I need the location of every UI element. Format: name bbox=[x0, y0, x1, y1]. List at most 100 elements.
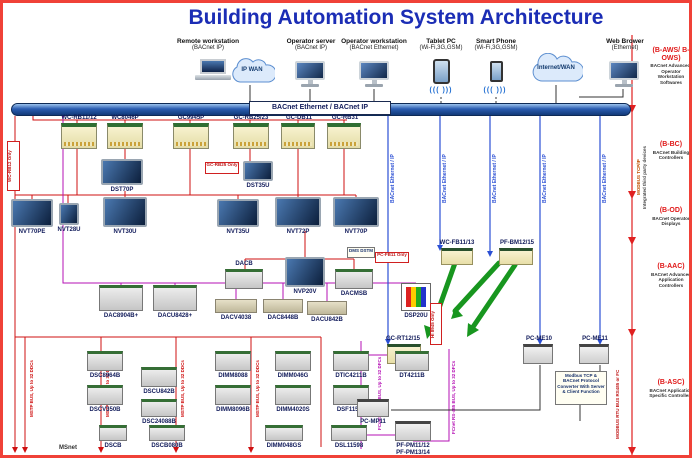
b-bc-desc: BACnet Building Controllers bbox=[652, 149, 690, 161]
gc-rb31-label: GC-RB31 bbox=[331, 115, 359, 121]
tablet-sub: (Wi-Fi,3G,GSM) bbox=[419, 45, 463, 52]
nvt35u-label: NVT35U bbox=[226, 229, 250, 235]
dst35u-device bbox=[243, 161, 273, 181]
pc-fb11-only-note: PC-FB11 Only bbox=[375, 252, 409, 263]
wc-rb11-device bbox=[61, 123, 97, 149]
modbus-tcp-note: MODBUS TCP/IP Integrated third party dev… bbox=[636, 115, 648, 239]
nvt70pe-label: NVT70PE bbox=[18, 229, 46, 235]
dacb-device bbox=[225, 269, 263, 289]
gc-db11-label: GC-DB11 bbox=[285, 115, 312, 121]
pc-me11-device bbox=[579, 344, 609, 364]
nvp20v-label: NVP20V bbox=[293, 289, 317, 295]
operator-workstation-name: Operator workstation bbox=[341, 38, 407, 45]
b-aws-desc: BACnet Advanced/ Operator Workstation So… bbox=[650, 63, 692, 85]
b-asc-desc: BACnet Application Specific Controllers bbox=[649, 387, 692, 399]
dsl11598-device bbox=[331, 425, 367, 441]
ip-wan-cloud-icon bbox=[232, 58, 275, 83]
dimm8088-label: DIMM8088 bbox=[218, 373, 248, 379]
tablet-name: Tablet PC bbox=[426, 38, 456, 45]
nvt35u-device bbox=[217, 199, 259, 227]
dacv4038-label: DACV4038 bbox=[220, 315, 252, 321]
dacb-label: DACB bbox=[235, 261, 253, 267]
dacv4038-device bbox=[215, 299, 257, 313]
operator-server-label: Operator server (BACnet IP) bbox=[279, 38, 343, 52]
section-b-aac: (B-AAC) BACnet Advanced Application Cont… bbox=[649, 263, 689, 288]
mstp-bus-vlabel: MSTP BUS, Up to 32 DDCs bbox=[29, 360, 34, 418]
dimm048gs-device bbox=[265, 425, 303, 441]
nvt70pe-device bbox=[11, 199, 53, 227]
nvt70p-label: NVT70P bbox=[344, 229, 368, 235]
pc-me11-label: PC-ME11 bbox=[582, 336, 608, 342]
bacnet-ip-vlabel: BACnet Ethernet / IP bbox=[390, 154, 396, 204]
web-browser-sub: (Ethernet) bbox=[611, 45, 639, 52]
pf-pm11-12-label: PF-PM11/12 bbox=[396, 443, 430, 449]
operator-workstation-sub: (BACnet Ethernet) bbox=[349, 45, 399, 52]
b-od-code: (B-OD) bbox=[659, 207, 683, 214]
web-browser-name: Web Brower bbox=[606, 38, 644, 45]
wc-rb12-only-note: WC-RB12 Only bbox=[7, 141, 20, 191]
dimm8088-device bbox=[215, 351, 251, 371]
nvt30u-device bbox=[103, 197, 147, 227]
fcnet-bus-vlabel: FCnet RS-485 BUS, Up to 32 DFCs bbox=[451, 360, 456, 434]
nvt30u-label: NVT30U bbox=[113, 229, 137, 235]
tablet-wifi-icon: ((( ))) bbox=[429, 87, 453, 94]
tablet-label: Tablet PC (Wi-Fi,3G,GSM) bbox=[413, 38, 469, 52]
bacnet-ip-vlabel: BACnet Ethernet / IP bbox=[492, 154, 498, 204]
dacu8428-label: DACU8428+ bbox=[157, 313, 193, 319]
nvp20v-device bbox=[285, 257, 325, 287]
dscv350b-device bbox=[87, 385, 123, 405]
dacu8428-device bbox=[153, 285, 197, 311]
dacmsb-label: DACMSB bbox=[340, 291, 368, 297]
gc-rb25-only-note: GC-RB25 Only bbox=[205, 162, 239, 174]
bacnet-ip-vlabel: BACnet Ethernet / IP bbox=[442, 154, 448, 204]
nvt72p-device bbox=[275, 197, 321, 227]
wc8046p-device bbox=[107, 123, 143, 149]
b-aws-code: (B-AWS/ B-OWS) bbox=[652, 47, 690, 62]
operator-server-monitor-icon bbox=[295, 61, 325, 87]
nvt28u-device bbox=[59, 203, 79, 225]
dsc24088b-label: DSC24088B bbox=[142, 419, 176, 425]
b-bc-code: (B-BC) bbox=[659, 141, 683, 148]
section-b-bc: (B-BC) BACnet Building Controllers bbox=[649, 141, 690, 161]
section-b-od: (B-OD) BACnet Operator Displays bbox=[649, 207, 689, 227]
dst35u-label: DST35U bbox=[246, 183, 270, 189]
dimm8096b-label: DIMM8096B bbox=[216, 407, 250, 413]
pf-pm-label: PF-PM11/12 PF-PM13/14 bbox=[387, 443, 439, 456]
internet-wan-cloud-icon bbox=[532, 53, 583, 82]
gc-rt12-label: GC-RT12/15 bbox=[385, 336, 420, 342]
dms-dstm-note: DMS DSTM bbox=[347, 247, 375, 258]
bacnet-ip-vlabel: BACnet Ethernet / IP bbox=[542, 154, 548, 204]
wc-fb11-device bbox=[441, 248, 473, 265]
dsl11598-label: DSL11598 bbox=[334, 443, 364, 449]
nvt70p-device bbox=[333, 197, 379, 227]
web-browser-label: Web Brower (Ethernet) bbox=[597, 38, 653, 52]
remote-workstation-sub: (BACnet IP) bbox=[191, 45, 224, 52]
nvt72p-label: NVT72P bbox=[286, 229, 310, 235]
remote-workstation-name: Remote workstation bbox=[176, 38, 240, 45]
dscv350b-label: DSCV350B bbox=[89, 407, 121, 413]
operator-workstation-monitor-icon bbox=[359, 61, 389, 87]
pf-pm13-14-label: PF-PM13/14 bbox=[396, 449, 430, 456]
dacu842b-device bbox=[307, 301, 347, 315]
pc-me10-label: PC-ME10 bbox=[525, 336, 552, 342]
operator-server-sub: (BACnet IP) bbox=[294, 45, 327, 52]
remote-workstation-label: Remote workstation (BACnet IP) bbox=[163, 38, 253, 52]
gc-rb31-device bbox=[327, 123, 361, 149]
dscb-label: DSCB bbox=[104, 443, 122, 449]
connector-lines bbox=[12, 35, 636, 455]
section-b-aws: (B-AWS/ B-OWS) BACnet Advanced/ Operator… bbox=[649, 47, 692, 85]
dacu842b-label: DACU842B bbox=[311, 317, 343, 323]
ip-wan-label: IP WAN bbox=[241, 67, 263, 73]
gc-db11-device bbox=[281, 123, 315, 149]
bus-label: BACnet Ethernet / BACnet IP bbox=[249, 101, 391, 115]
dsf11598-label: DSF11598 bbox=[336, 407, 366, 413]
wc8046p-label: WC8046P bbox=[111, 115, 139, 121]
third-party-label: Integrated third party devices bbox=[641, 145, 647, 209]
laptop-icon bbox=[195, 59, 231, 80]
pf-bm12-label: PF-BM12/15 bbox=[499, 240, 534, 246]
dtic4211b-device bbox=[333, 351, 369, 371]
dac8904b-device bbox=[99, 285, 143, 311]
modbus-rtu-label: MODBUS RTU BUS RS485 or FC bbox=[615, 369, 620, 439]
operator-workstation-label: Operator workstation (BACnet Ethernet) bbox=[341, 38, 407, 52]
